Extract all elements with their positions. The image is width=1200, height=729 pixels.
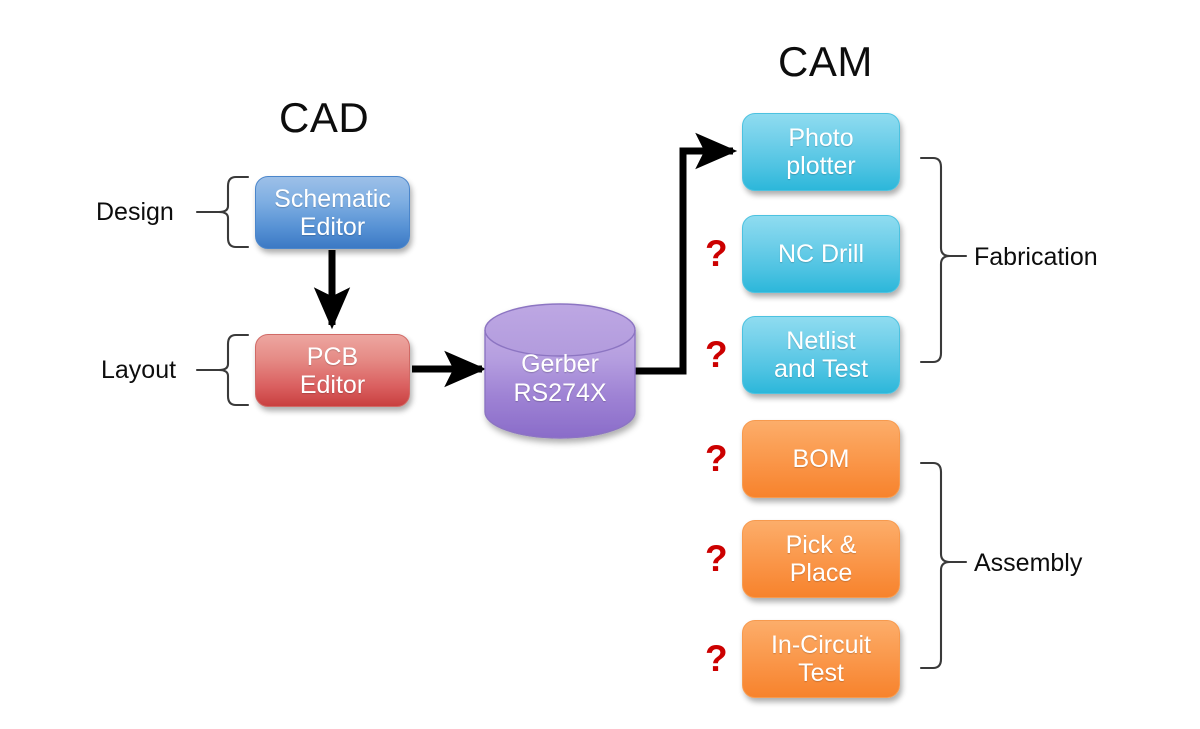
side-label-design: Design xyxy=(96,198,174,226)
node-schematic-editor-line1: Schematic xyxy=(274,184,391,213)
node-schematic-editor[interactable]: Schematic Editor xyxy=(255,176,410,249)
question-mark-bom: ? xyxy=(705,438,728,479)
node-in-circuit-test[interactable]: In-Circuit Test xyxy=(742,620,900,698)
node-photo-plotter-line1: Photo xyxy=(788,124,854,152)
section-title-cam: CAM xyxy=(778,38,873,85)
question-mark-nc-drill: ? xyxy=(705,233,728,274)
brace-assembly xyxy=(919,461,968,670)
side-label-layout: Layout xyxy=(101,356,177,384)
node-netlist-and-test-line2: and Test xyxy=(773,355,869,383)
node-photo-plotter[interactable]: Photo plotter xyxy=(742,113,900,191)
brace-fabrication xyxy=(919,156,968,364)
brace-design xyxy=(195,175,250,249)
node-in-circuit-test-line1: In-Circuit xyxy=(770,631,871,659)
datastore-gerber-line1: Gerber xyxy=(521,350,599,378)
node-netlist-and-test-label: Netlist and Test xyxy=(749,327,893,383)
node-netlist-and-test-line1: Netlist xyxy=(786,327,856,355)
question-mark-netlist-and-test: ? xyxy=(705,334,728,375)
node-pick-and-place-line1: Pick & xyxy=(785,531,857,559)
node-photo-plotter-label: Photo plotter xyxy=(749,124,893,180)
datastore-gerber-label: Gerber RS274X xyxy=(485,350,635,407)
node-pcb-editor-line1: PCB xyxy=(306,342,359,371)
node-schematic-editor-label: Schematic Editor xyxy=(262,185,403,241)
node-bom[interactable]: BOM xyxy=(742,420,900,498)
node-pick-and-place[interactable]: Pick & Place xyxy=(742,520,900,598)
node-schematic-editor-line2: Editor xyxy=(299,212,366,241)
node-in-circuit-test-label: In-Circuit Test xyxy=(749,631,893,687)
side-label-fabrication: Fabrication xyxy=(974,243,1098,271)
node-nc-drill[interactable]: NC Drill xyxy=(742,215,900,293)
question-mark-in-circuit-test: ? xyxy=(705,638,728,679)
datastore-gerber-rs274x[interactable]: Gerber RS274X xyxy=(485,330,635,438)
node-netlist-and-test[interactable]: Netlist and Test xyxy=(742,316,900,394)
node-bom-label: BOM xyxy=(792,445,850,473)
node-pcb-editor-label: PCB Editor xyxy=(262,343,403,399)
node-pick-and-place-label: Pick & Place xyxy=(749,531,893,587)
question-mark-pick-and-place: ? xyxy=(705,538,728,579)
side-label-assembly: Assembly xyxy=(974,549,1083,577)
node-pick-and-place-line2: Place xyxy=(789,559,853,587)
datastore-gerber-line2: RS274X xyxy=(513,378,607,407)
node-pcb-editor[interactable]: PCB Editor xyxy=(255,334,410,407)
node-in-circuit-test-line2: Test xyxy=(798,659,844,687)
brace-layout xyxy=(195,333,250,407)
node-photo-plotter-line2: plotter xyxy=(786,152,856,180)
section-title-cad: CAD xyxy=(279,94,370,141)
node-pcb-editor-line2: Editor xyxy=(299,370,366,399)
node-nc-drill-label: NC Drill xyxy=(777,240,865,268)
